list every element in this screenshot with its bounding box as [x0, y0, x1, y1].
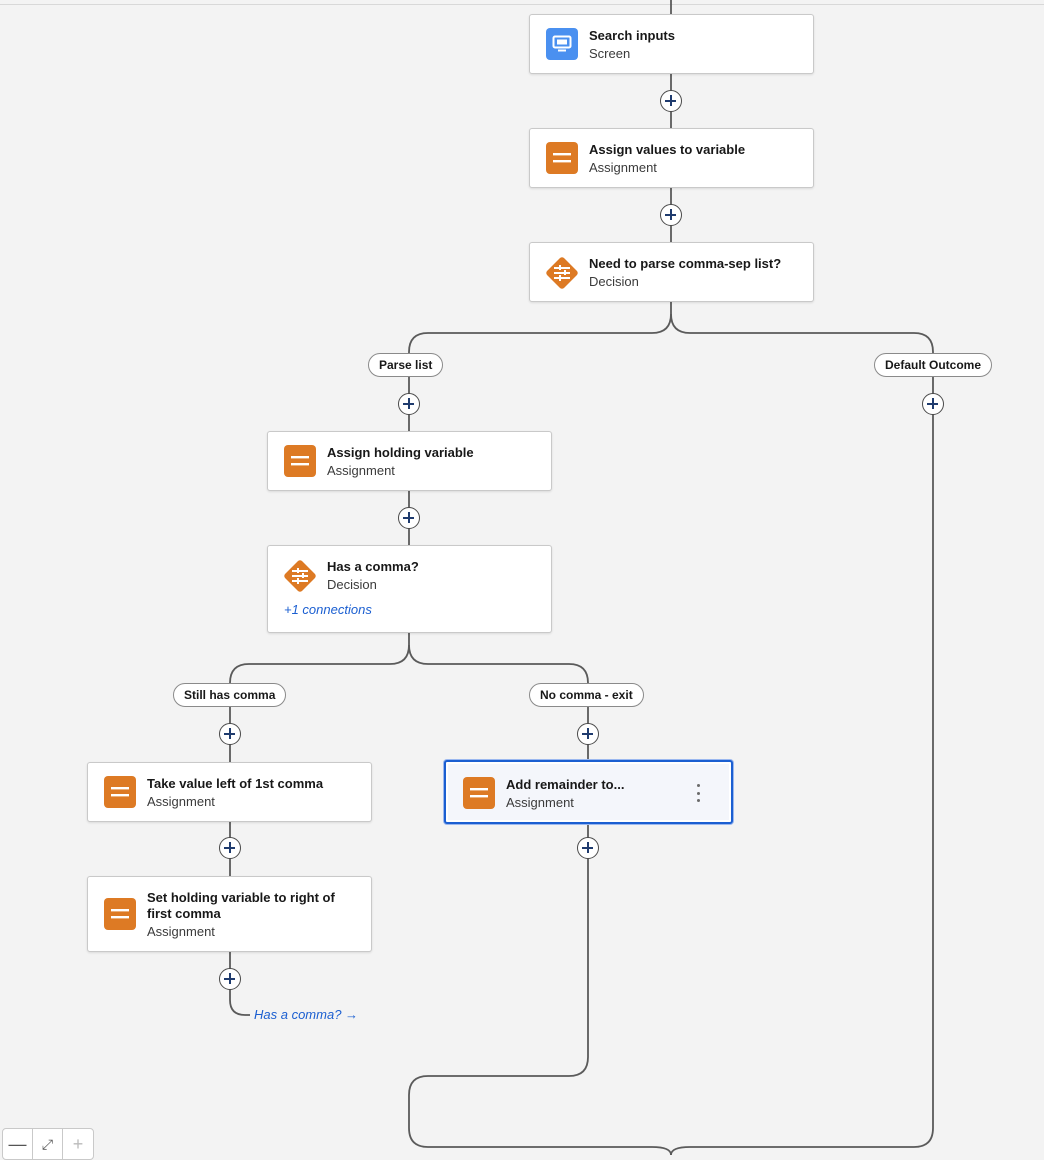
zoom-in-button[interactable]: + — [72, 1133, 84, 1154]
node-assign-holding[interactable]: Assign holding variable Assignment — [267, 431, 552, 491]
node-title: Take value left of 1st comma — [147, 776, 324, 791]
fit-view-button[interactable]: ⤢ — [33, 1129, 63, 1159]
add-element-button[interactable] — [660, 204, 682, 226]
add-element-button[interactable] — [398, 507, 420, 529]
equals-icon — [546, 142, 578, 174]
node-take-left[interactable]: Take value left of 1st comma Assignment — [87, 762, 372, 822]
more-actions-icon[interactable] — [692, 784, 704, 802]
equals-icon — [463, 777, 495, 809]
node-title: Assign holding variable — [327, 445, 474, 460]
connector-remainder-down — [408, 823, 672, 1155]
screen-icon — [546, 28, 578, 60]
node-title: Assign values to variable — [589, 142, 746, 157]
node-set-holding[interactable]: Set holding variable to right of first c… — [87, 876, 372, 952]
node-title: Need to parse comma-sep list? — [589, 256, 782, 271]
connector-hascomma-left — [229, 632, 410, 762]
decision-diamond-icon — [542, 253, 582, 293]
zoom-controls: — ⤢ + — [2, 1128, 94, 1160]
node-type: Assignment — [327, 463, 395, 478]
add-element-button[interactable] — [577, 837, 599, 859]
add-element-button[interactable] — [219, 837, 241, 859]
add-element-button[interactable] — [398, 393, 420, 415]
outcome-no-comma-exit[interactable]: No comma - exit — [529, 683, 644, 707]
connector-decision-right — [670, 313, 934, 1155]
node-title: Set holding variable to right of first c… — [147, 890, 335, 921]
add-element-button[interactable] — [219, 723, 241, 745]
node-has-comma-decision[interactable]: Has a comma? Decision +1 connections — [267, 545, 552, 633]
add-element-button[interactable] — [922, 393, 944, 415]
node-type: Assignment — [147, 924, 215, 939]
equals-icon — [104, 898, 136, 930]
equals-icon — [284, 445, 316, 477]
node-type: Assignment — [506, 795, 574, 810]
zoom-out-button[interactable]: — — [3, 1129, 33, 1159]
decision-diamond-icon — [280, 556, 320, 596]
node-assign-values[interactable]: Assign values to variable Assignment — [529, 128, 814, 188]
node-need-parse-decision[interactable]: Need to parse comma-sep list? Decision — [529, 242, 814, 302]
node-title: Has a comma? — [327, 559, 419, 574]
outcome-parse-list[interactable]: Parse list — [368, 353, 444, 377]
node-type: Screen — [589, 46, 631, 61]
outcome-still-has-comma[interactable]: Still has comma — [173, 683, 287, 707]
node-add-remainder[interactable]: Add remainder to... Assignment — [444, 760, 733, 824]
node-title: Add remainder to... — [506, 777, 625, 792]
node-search-inputs[interactable]: Search inputs Screen — [529, 14, 814, 74]
connections-link[interactable]: +1 connections — [284, 602, 372, 617]
canvas-top-border — [0, 0, 1044, 5]
node-type: Decision — [327, 577, 377, 592]
connector-decision-left — [408, 301, 672, 431]
add-element-button[interactable] — [219, 968, 241, 990]
node-title: Search inputs — [589, 28, 675, 43]
equals-icon — [104, 776, 136, 808]
connector-hascomma-right — [408, 644, 589, 762]
node-type: Decision — [589, 274, 639, 289]
outcome-default[interactable]: Default Outcome — [874, 353, 993, 377]
goto-has-comma-link[interactable]: Has a comma? → — [254, 1007, 359, 1022]
add-element-button[interactable] — [660, 90, 682, 112]
connector-set-to-goto — [229, 951, 250, 1016]
add-element-button[interactable] — [577, 723, 599, 745]
node-type: Assignment — [147, 794, 215, 809]
node-type: Assignment — [589, 160, 657, 175]
